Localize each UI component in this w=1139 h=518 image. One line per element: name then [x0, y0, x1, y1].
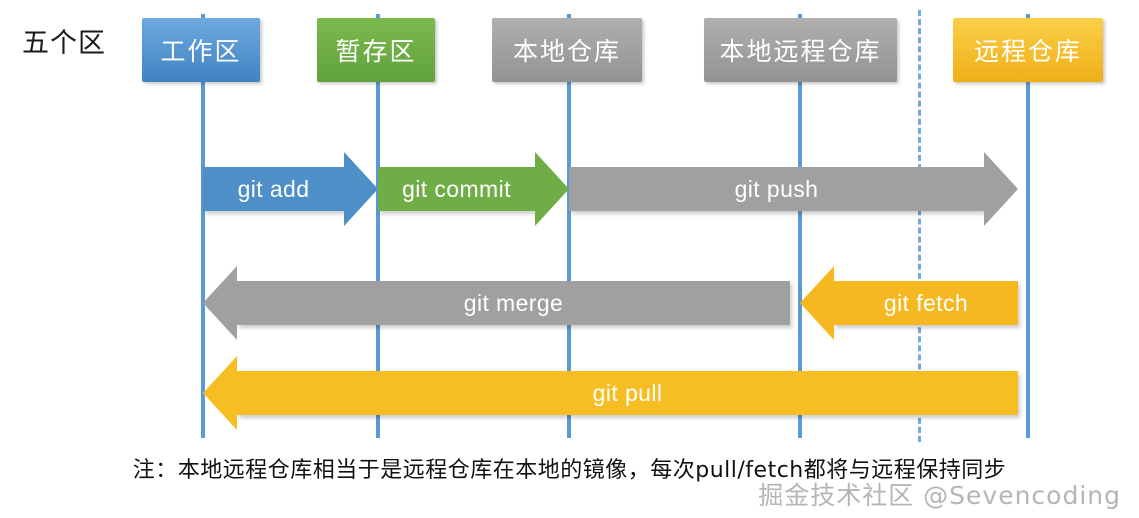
- arrow-head-git-fetch: [800, 266, 834, 340]
- local-remote-boundary-divider: [918, 10, 921, 442]
- arrow-shaft-git-pull: [237, 371, 1018, 415]
- zone-box-remote-repo[interactable]: 远程仓库: [953, 18, 1103, 82]
- lifeline-local-repo: [567, 14, 571, 438]
- arrow-git-commit[interactable]: git commit: [378, 152, 569, 226]
- arrow-head-git-add: [344, 152, 378, 226]
- arrow-git-add[interactable]: git add: [203, 152, 378, 226]
- zone-label-remote-repo: 远程仓库: [973, 37, 1082, 66]
- zone-box-local-remote[interactable]: 本地远程仓库: [704, 18, 897, 82]
- arrow-git-fetch[interactable]: git fetch: [800, 266, 1018, 340]
- footnote: 注：本地远程仓库相当于是远程仓库在本地的镜像，每次pull/fetch都将与远程…: [132, 458, 1007, 483]
- zone-box-staging[interactable]: 暂存区: [317, 18, 435, 82]
- zone-label-local-repo: 本地仓库: [512, 37, 621, 66]
- arrow-shaft-git-merge: [237, 281, 790, 325]
- lifeline-workspace: [201, 14, 205, 438]
- diagram-side-label: 五个区: [22, 28, 106, 59]
- arrow-head-git-push: [984, 152, 1018, 226]
- lifeline-staging: [376, 14, 380, 438]
- zone-label-workspace: 工作区: [160, 37, 242, 66]
- arrow-shaft-git-add: [203, 167, 344, 211]
- arrow-git-merge[interactable]: git merge: [203, 266, 790, 340]
- zone-label-staging: 暂存区: [335, 37, 417, 66]
- arrow-shaft-git-commit: [378, 167, 535, 211]
- arrow-shaft-git-push: [569, 167, 984, 211]
- watermark: 掘金技术社区 @Sevencoding: [758, 481, 1121, 510]
- lifeline-local-remote: [798, 14, 802, 438]
- arrow-git-push[interactable]: git push: [569, 152, 1018, 226]
- arrow-head-git-merge: [203, 266, 237, 340]
- zone-box-local-repo[interactable]: 本地仓库: [492, 18, 642, 82]
- arrow-head-git-commit: [535, 152, 569, 226]
- arrow-git-pull[interactable]: git pull: [203, 356, 1018, 430]
- arrow-head-git-pull: [203, 356, 237, 430]
- zone-box-workspace[interactable]: 工作区: [142, 18, 260, 82]
- lifeline-remote-repo: [1026, 14, 1030, 438]
- zone-label-local-remote: 本地远程仓库: [719, 37, 882, 66]
- arrow-shaft-git-fetch: [834, 281, 1018, 325]
